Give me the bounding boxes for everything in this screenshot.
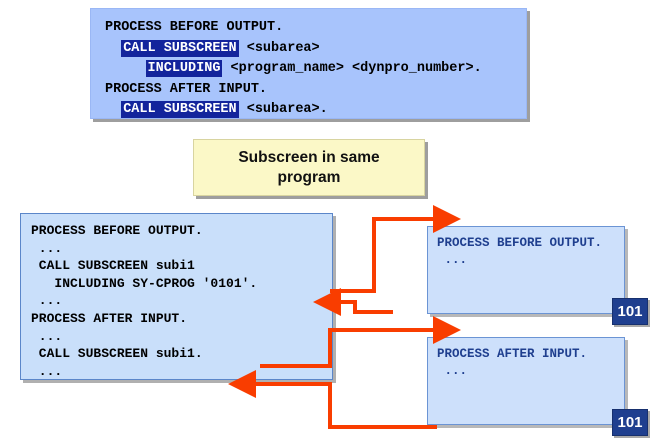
main-program-box: PROCESS BEFORE OUTPUT. ... CALL SUBSCREE…	[20, 213, 333, 380]
arrow-call-pbo	[330, 205, 461, 293]
subscreen-pbo-code: PROCESS BEFORE OUTPUT. ...	[437, 236, 603, 267]
dynpro-number-badge-pbo: 101	[612, 298, 648, 325]
syntax-text	[105, 102, 121, 117]
syntax-text	[105, 41, 121, 56]
syntax-keyword: CALL SUBSCREEN	[121, 101, 239, 118]
caption-text: Subscreen in same program	[238, 148, 380, 186]
syntax-keyword: CALL SUBSCREEN	[121, 39, 239, 57]
arrow-return-pbo	[313, 288, 393, 316]
caption-box: Subscreen in same program	[193, 139, 425, 196]
syntax-text: PROCESS AFTER INPUT.	[105, 81, 268, 97]
subscreen-pbo-box: PROCESS BEFORE OUTPUT. ...	[427, 226, 625, 314]
syntax-text: <subarea>.	[238, 102, 328, 117]
subscreen-pai-box: PROCESS AFTER INPUT. ...	[427, 337, 625, 425]
syntax-text: <subarea>	[238, 40, 320, 56]
abap-syntax-code: PROCESS BEFORE OUTPUT. CALL SUBSCREEN <s…	[105, 18, 482, 121]
syntax-text	[105, 61, 146, 76]
abap-syntax-box: PROCESS BEFORE OUTPUT. CALL SUBSCREEN <s…	[90, 8, 527, 119]
syntax-text: <program_name> <dynpro_number>.	[222, 61, 482, 76]
dynpro-number-badge-pai: 101	[612, 409, 648, 436]
arrow-return-pai	[228, 370, 437, 429]
main-program-code: PROCESS BEFORE OUTPUT. ... CALL SUBSCREE…	[31, 223, 258, 379]
syntax-keyword: INCLUDING	[145, 60, 223, 77]
subscreen-pai-code: PROCESS AFTER INPUT. ...	[437, 347, 588, 378]
syntax-text: PROCESS BEFORE OUTPUT.	[105, 20, 284, 35]
